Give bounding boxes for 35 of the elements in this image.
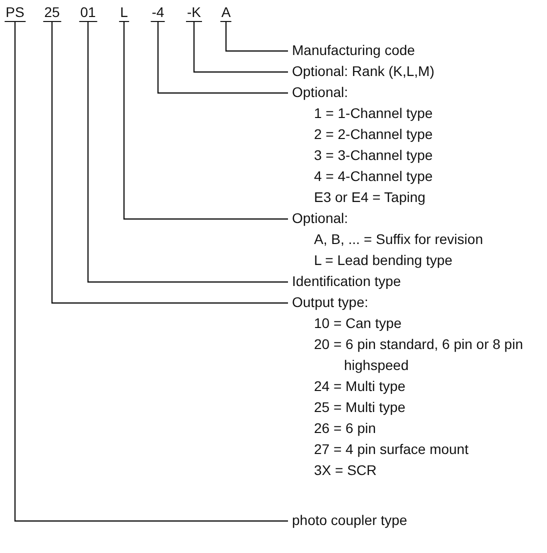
description-text: photo coupler type [292,511,408,530]
option-line: 20 = 6 pin standard, 6 pin or 8 pin highspeed [313,335,524,375]
code-segment: PS [4,3,26,22]
leader-line [51,22,288,304]
leader-line [193,22,288,73]
option-line: L = Lead bending type [313,251,454,270]
option-line: 27 = 4 pin surface mount [313,440,470,459]
option-line: 24 = Multi type [313,377,406,396]
code-segment: A [220,3,232,22]
option-line: 1 = 1-Channel type [313,104,434,123]
leader-line [87,22,288,283]
description-text: Output type: [292,293,370,312]
code-segment: -K [186,3,202,22]
description-text: Manufacturing code [292,41,416,60]
option-line: 26 = 6 pin [313,419,377,438]
description-text: Optional: [292,209,350,228]
description-text: Identification type [292,272,402,291]
leader-line [14,22,288,522]
option-line: A, B, ... = Suffix for revision [313,230,484,249]
code-segment: 25 [43,3,61,22]
option-line: 2 = 2-Channel type [313,125,434,144]
option-line: 3 = 3-Channel type [313,146,434,165]
description-text: Optional: Rank (K,L,M) [292,62,436,81]
code-segment: L [119,3,129,22]
code-segment: 01 [79,3,97,22]
option-line: 4 = 4-Channel type [313,167,434,186]
option-line: E3 or E4 = Taping [313,188,426,207]
option-line: 10 = Can type [313,314,403,333]
option-line: 3X = SCR [313,461,378,480]
code-segment: -4 [150,3,166,22]
leader-line [225,22,288,52]
leader-line [157,22,288,94]
option-line: 25 = Multi type [313,398,406,417]
description-text: Optional: [292,83,350,102]
leader-line [123,22,288,220]
